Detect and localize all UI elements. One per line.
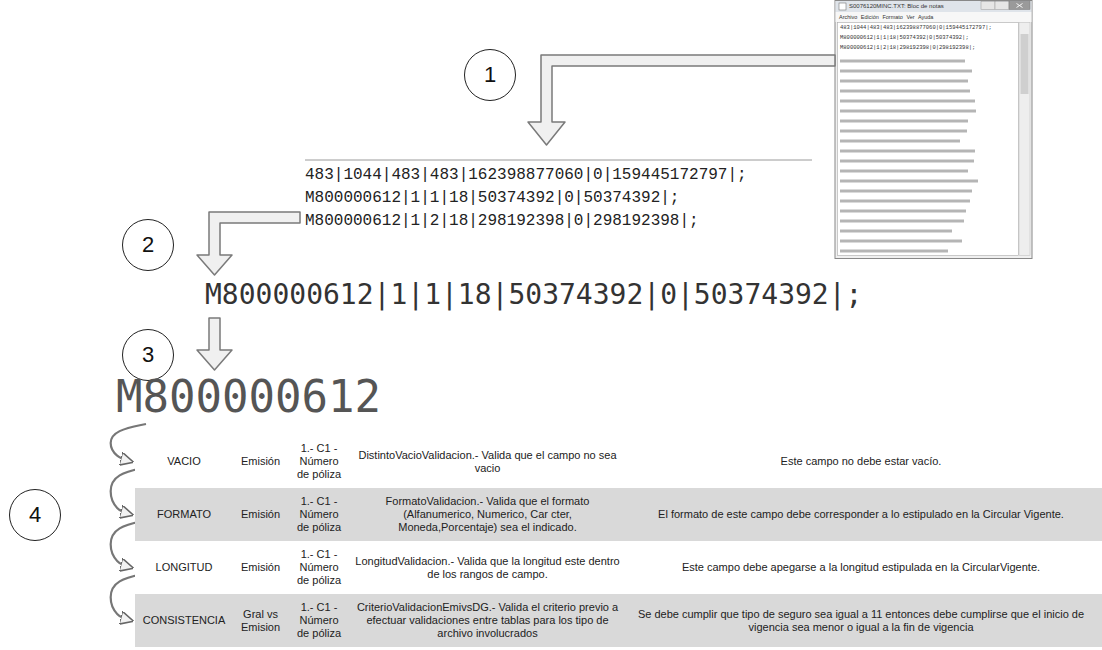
- text-lines: [840, 61, 978, 251]
- table-cell: VACIO: [135, 435, 233, 488]
- table-cell-text: 1.- C1 - Número de póliza: [292, 442, 346, 481]
- table-cell-text: 1.- C1 - Número de póliza: [292, 601, 346, 640]
- table-cell: Este campo no debe estar vacío.: [625, 435, 1097, 488]
- table-cell-text: Se debe cumplir que tipo de seguro sea i…: [629, 608, 1093, 634]
- title-bar: [836, 1, 1032, 12]
- table-cell: LONGITUD: [135, 541, 233, 594]
- table-cell-text: FORMATO: [139, 508, 229, 521]
- table-row: VACIO Emisión 1.- C1 - Número de póliza Dis…: [135, 435, 1102, 488]
- table-cell-text: CriterioValidacionEmivsDG.- Valida el cr…: [354, 601, 621, 640]
- text-area: [838, 23, 1019, 256]
- block-arrow: [528, 55, 835, 145]
- file-line: 483|1044|483|483|162398877060|0|15944517…: [840, 24, 992, 32]
- callout-number: 1: [484, 62, 496, 88]
- table-cell: FORMATO: [135, 488, 233, 541]
- close-button: [1009, 2, 1030, 10]
- block-arrow: [197, 212, 300, 275]
- table-cell-text: Emisión: [237, 561, 284, 574]
- table-cell: Emisión: [233, 435, 288, 488]
- record-line: M800000612|1|2|18|298192398|0|298192398|…: [305, 210, 699, 232]
- table-cell-text: Gral vs Emision: [237, 608, 284, 634]
- file-line: M800000612|1|1|18|50374392|0|50374392|;: [840, 34, 969, 42]
- table-cell: Emisión: [233, 541, 288, 594]
- callout-number: 4: [29, 502, 41, 528]
- window-icon: [839, 3, 846, 10]
- notepad-window: [835, 1, 1032, 259]
- validation-table: VACIO Emisión 1.- C1 - Número de póliza Dis…: [135, 435, 1102, 650]
- callout-circle: 4: [9, 489, 61, 541]
- table-cell: Este campo debe apegarse a la longitud e…: [625, 541, 1097, 594]
- callout-number: 3: [142, 342, 154, 368]
- window-title: S0076120MINC.TXT: Bloc de notas: [849, 1, 944, 11]
- table-row: CONSISTENCIA Gral vs Emision 1.- C1 - Núme…: [135, 594, 1102, 647]
- table-cell: CONSISTENCIA: [135, 594, 233, 647]
- maximize-button: [995, 2, 1009, 10]
- table-cell-text: Emisión: [237, 508, 284, 521]
- callout-circle: 2: [122, 219, 174, 271]
- table-cell: Gral vs Emision: [233, 594, 288, 647]
- table-cell-text: 1.- C1 - Número de póliza: [292, 495, 346, 534]
- table-cell: FormatoValidacion.- Valida que el format…: [350, 488, 625, 541]
- policy-number: M800000612: [116, 372, 381, 422]
- record-line: 483|1044|483|483|162398877060|0|15944517…: [305, 164, 747, 186]
- table-cell: LongitudValidacion.- Valida que la longi…: [350, 541, 625, 594]
- table-cell: 1.- C1 - Número de póliza: [288, 594, 350, 647]
- table-cell-text: Este campo debe apegarse a la longitud e…: [629, 561, 1093, 574]
- window-frame: [835, 1, 1032, 259]
- table-cell-text: DistintoVacioValidacion.- Valida que el …: [354, 449, 621, 475]
- table-cell: 1.- C1 - Número de póliza: [288, 541, 350, 594]
- menu-items: Archivo Edición Formato Ver Ayuda: [839, 13, 933, 22]
- scroll-thumb: [1021, 34, 1029, 94]
- table-cell-text: Este campo no debe estar vacío.: [629, 455, 1093, 468]
- table-cell: El formato de este campo debe correspond…: [625, 488, 1097, 541]
- callout-number: 2: [142, 232, 154, 258]
- table-cell-text: LongitudValidacion.- Valida que la longi…: [354, 555, 621, 581]
- table-cell: DistintoVacioValidacion.- Valida que el …: [350, 435, 625, 488]
- scrollbar: [1019, 23, 1030, 256]
- table-cell-text: VACIO: [139, 455, 229, 468]
- close-cross: [1017, 4, 1023, 8]
- table-cell-text: CONSISTENCIA: [139, 614, 229, 627]
- table-cell-text: 1.- C1 - Número de póliza: [292, 548, 346, 587]
- table-cell-text: FormatoValidacion.- Valida que el format…: [354, 495, 621, 534]
- table-cell: Emisión: [233, 488, 288, 541]
- table-cell: 1.- C1 - Número de póliza: [288, 435, 350, 488]
- record-line: M800000612|1|1|18|50374392|0|50374392|;: [305, 187, 679, 209]
- table-cell-text: El formato de este campo debe correspond…: [629, 508, 1093, 521]
- selected-record: M800000612|1|1|18|50374392|0|50374392|;: [205, 278, 862, 312]
- table-cell: Se debe cumplir que tipo de seguro sea i…: [625, 594, 1097, 647]
- snippet-rule: [305, 160, 812, 161]
- table-cell-text: Emisión: [237, 455, 284, 468]
- table-row: FORMATO Emisión 1.- C1 - Número de pólizaF…: [135, 488, 1102, 541]
- table-cell: CriterioValidacionEmivsDG.- Valida el cr…: [350, 594, 625, 647]
- callout-circle: 1: [464, 49, 516, 101]
- block-arrow: [197, 318, 232, 370]
- minimize-button: [981, 2, 995, 10]
- table-cell-text: LONGITUD: [139, 561, 229, 574]
- menu-bar: [836, 12, 1032, 22]
- table-cell: 1.- C1 - Número de póliza: [288, 488, 350, 541]
- table-row: LONGITUD Emisión 1.- C1 - Número de póliza…: [135, 541, 1102, 594]
- file-line: M800000612|1|2|18|298192398|0|298192398|…: [840, 44, 975, 52]
